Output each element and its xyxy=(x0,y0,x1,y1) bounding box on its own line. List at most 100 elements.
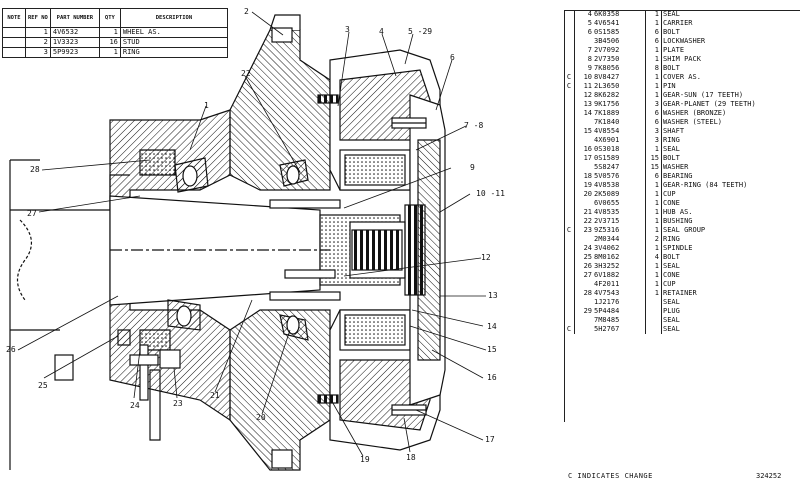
callout-7-8: 7 -8 xyxy=(464,121,483,130)
row-change-note xyxy=(564,217,575,226)
row-change-note xyxy=(564,46,575,55)
row-change-note xyxy=(564,208,575,217)
row-ref-number xyxy=(575,37,594,46)
row-part-number: 6V1882 xyxy=(593,271,646,280)
row-part-number: 2V7350 xyxy=(593,55,646,64)
callout-9: 9 xyxy=(470,163,475,172)
row-quantity: 1 xyxy=(645,289,662,298)
row-quantity xyxy=(645,325,662,334)
row-description: BOLT xyxy=(663,64,680,72)
row-part-number: 9Z5316 xyxy=(593,226,646,235)
row-description: SEAL xyxy=(663,10,680,18)
row-ref-number xyxy=(575,316,594,325)
callout-28: 28 xyxy=(30,165,40,174)
callout-18: 18 xyxy=(406,453,416,462)
row-ref-number: 26 xyxy=(583,262,592,270)
row-change-note xyxy=(564,28,575,37)
row-quantity: 3 xyxy=(645,127,662,136)
row-ref-number: 6 xyxy=(587,28,592,36)
row-part-number: 4V8535 xyxy=(593,208,646,217)
row-quantity: 1 xyxy=(645,226,662,235)
row-ref-number: 9 xyxy=(587,64,592,72)
row-ref-number: 17 xyxy=(583,154,592,162)
row-part-number: 7K8056 xyxy=(593,64,646,73)
row-description: COVER AS. xyxy=(663,73,701,81)
row-part-number: 5V0576 xyxy=(593,172,646,181)
row-part-number: 0S1585 xyxy=(593,28,646,37)
row-description: BUSHING xyxy=(663,217,693,225)
row-quantity: 15 xyxy=(645,163,662,172)
row-change-note xyxy=(564,235,575,244)
row-ref-number: 5 xyxy=(587,19,592,27)
row-quantity: 1 xyxy=(645,181,662,190)
row-part-number: 2V3715 xyxy=(593,217,646,226)
row-note xyxy=(2,47,26,58)
row-description: SEAL xyxy=(663,298,680,306)
row-ref-number: 25 xyxy=(583,253,592,261)
header-table-row: 3 5P9923 1 RING xyxy=(2,47,229,58)
row-description: RING xyxy=(663,136,680,144)
row-quantity: 1 xyxy=(645,262,662,271)
row-part-number: 6K0358 xyxy=(593,10,646,19)
row-part-number: 4X6901 xyxy=(593,136,646,145)
row-part-number: 2V7092 xyxy=(593,46,646,55)
row-part-number: 3B4506 xyxy=(593,37,646,46)
callout-6: 6 xyxy=(450,53,455,62)
row-part-number: 7M8485 xyxy=(593,316,646,325)
row-ref-number xyxy=(575,136,594,145)
row-quantity: 1 xyxy=(645,208,662,217)
row-part-number: 7K1889 xyxy=(593,109,646,118)
row-part-number: 4F2011 xyxy=(593,280,646,289)
row-ref-number: 27 xyxy=(583,271,592,279)
row-change-note xyxy=(564,37,575,46)
row-ref-number: 14 xyxy=(583,109,592,117)
row-description: CUP xyxy=(663,190,676,198)
row-change-note xyxy=(564,172,575,181)
row-quantity: 1 xyxy=(645,217,662,226)
header-parts-table: NOTE REF NO PART NUMBER QTY DESCRIPTION … xyxy=(2,8,229,58)
row-quantity: 1 xyxy=(645,91,662,100)
row-quantity: 4 xyxy=(645,253,662,262)
row-ref-number: 18 xyxy=(583,172,592,180)
row-description: SHAFT xyxy=(663,127,685,135)
row-change-note xyxy=(564,100,575,109)
row-change-note xyxy=(564,145,575,154)
row-change-note: C xyxy=(564,226,575,235)
callout-27: 27 xyxy=(27,209,37,218)
row-description: PLATE xyxy=(663,46,685,54)
row-ref-number xyxy=(575,298,594,307)
row-part-number: 3V4062 xyxy=(593,244,646,253)
row-description: SEAL GROUP xyxy=(663,226,706,234)
row-description: PLUG xyxy=(663,307,680,315)
row-description: GEAR-PLANET (29 TEETH) xyxy=(663,100,756,108)
row-description: CONE xyxy=(663,271,680,279)
row-ref-number: 11 xyxy=(583,82,592,90)
row-quantity: 3 xyxy=(645,100,662,109)
row-description: BEARING xyxy=(663,172,693,180)
callout-20: 20 xyxy=(256,413,266,422)
row-quantity: 1 xyxy=(645,271,662,280)
row-part-number: 5H2767 xyxy=(593,325,646,334)
row-description: SEAL xyxy=(663,145,680,153)
row-description: WASHER (BRONZE) xyxy=(663,109,727,117)
callout-21: 21 xyxy=(210,391,220,400)
row-change-note xyxy=(564,298,575,307)
callout-26: 26 xyxy=(6,345,16,354)
row-part-number: 4V8538 xyxy=(593,181,646,190)
row-ref-number: 10 xyxy=(583,73,592,81)
